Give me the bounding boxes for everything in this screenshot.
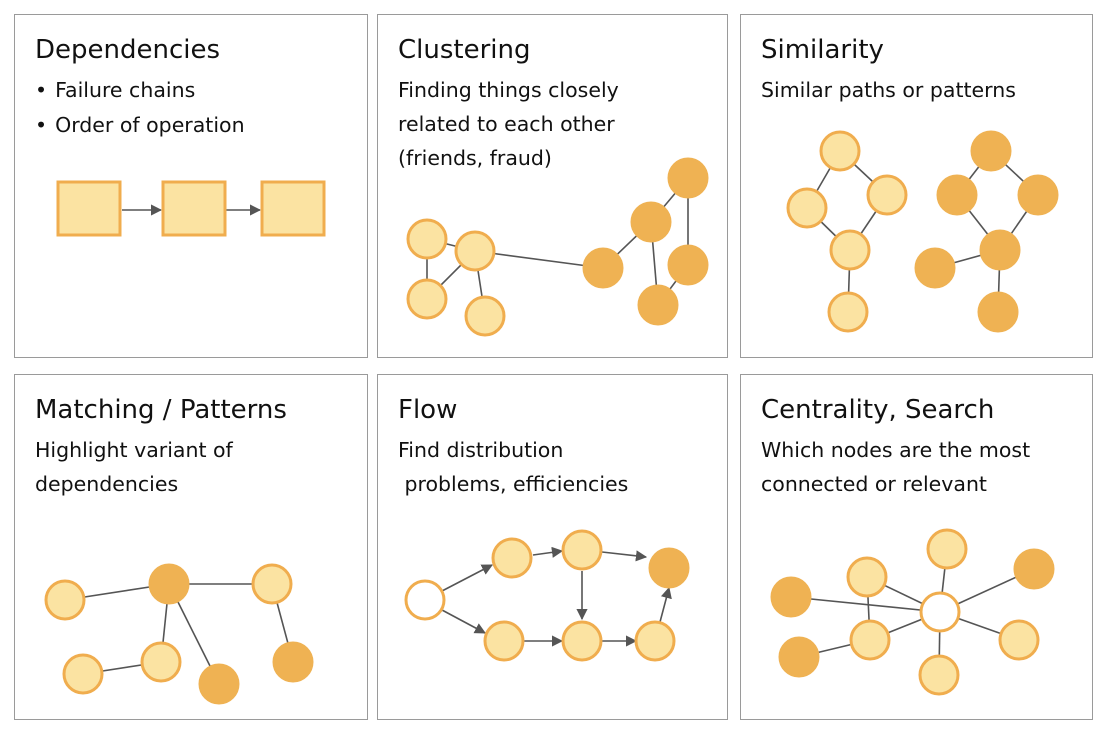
graph-node	[454, 230, 496, 272]
graph-node	[483, 620, 525, 662]
graph-node	[926, 528, 968, 570]
panel-title: Similarity	[761, 35, 884, 65]
graph-node	[667, 157, 709, 199]
panel-description: Highlight variant of dependencies	[35, 438, 233, 496]
panel-title: Flow	[398, 395, 458, 425]
dependency-box	[56, 180, 122, 237]
graph-edge	[790, 596, 941, 613]
graph-node	[140, 641, 182, 683]
graph-node	[998, 619, 1040, 661]
graph-node	[786, 187, 828, 229]
graph-node	[829, 229, 871, 271]
flow-source-node	[404, 579, 446, 621]
graph-node	[251, 563, 293, 605]
graph-node	[464, 295, 506, 337]
graph-node	[634, 620, 676, 662]
panel-title: Centrality, Search	[761, 395, 995, 425]
graph-node	[918, 654, 960, 696]
panel-matching-patterns: Matching / Patterns Highlight variant of…	[14, 374, 368, 720]
graph-node	[406, 278, 448, 320]
graph-node	[770, 576, 812, 618]
panel-clustering: Clustering Finding things closely relate…	[377, 14, 728, 358]
bullet-item: Order of operation	[35, 108, 244, 143]
panel-flow: Flow Find distribution problems, efficie…	[377, 374, 728, 720]
graph-node	[846, 556, 888, 598]
panel-description: Finding things closely related to each o…	[398, 78, 619, 170]
graph-node	[561, 529, 603, 571]
matching-graph	[44, 563, 314, 705]
graph-node	[148, 563, 190, 605]
flow-arrow	[659, 586, 672, 623]
graph-node	[406, 218, 448, 260]
graph-edge	[474, 250, 604, 269]
flow-arrow	[601, 550, 648, 562]
graph-node	[637, 284, 679, 326]
graph-node	[914, 247, 956, 289]
panel-title: Clustering	[398, 35, 531, 65]
graph-node	[62, 653, 104, 695]
flow-arrow	[532, 546, 564, 558]
similarity-graph	[786, 130, 1059, 333]
centrality-graph	[770, 528, 1055, 696]
dependency-chain-diagram	[56, 180, 326, 237]
bullet-item: Failure chains	[35, 73, 245, 108]
graph-node	[630, 201, 672, 243]
panel-title: Matching / Patterns	[35, 395, 287, 425]
graph-node	[491, 537, 533, 579]
panel-dependencies: Dependencies Failure chains Order of ope…	[14, 14, 368, 358]
graph-node	[827, 291, 869, 333]
graph-node	[866, 174, 908, 216]
graph-node	[849, 619, 891, 661]
graph-node	[1017, 174, 1059, 216]
graph-node	[561, 620, 603, 662]
graph-node	[582, 247, 624, 289]
dependency-box	[260, 180, 326, 237]
central-node	[919, 591, 961, 633]
graph-node	[977, 291, 1019, 333]
graph-node	[936, 174, 978, 216]
panel-centrality-search: Centrality, Search Which nodes are the m…	[740, 374, 1093, 720]
panel-similarity: Similarity Similar paths or patterns	[740, 14, 1093, 358]
graph-node	[970, 130, 1012, 172]
flow-graph	[404, 529, 690, 662]
panel-description: Find distribution problems, efficiencies	[398, 438, 629, 496]
graph-node	[979, 229, 1021, 271]
bullet-list: Failure chains Order of operation	[35, 73, 245, 143]
panel-description: Which nodes are the most connected or re…	[761, 438, 1031, 496]
graph-node	[778, 636, 820, 678]
graph-node	[1013, 548, 1055, 590]
flow-arrow	[441, 609, 486, 634]
graph-node	[198, 663, 240, 705]
flow-arrow	[441, 564, 493, 592]
panel-description: Similar paths or patterns	[761, 78, 1016, 102]
panel-title: Dependencies	[35, 35, 221, 65]
dependency-box	[161, 180, 227, 237]
graph-node	[648, 547, 690, 589]
clustering-graph	[406, 157, 709, 337]
graph-node	[667, 244, 709, 286]
graph-node	[819, 130, 861, 172]
graph-node	[272, 641, 314, 683]
graph-node	[44, 579, 86, 621]
